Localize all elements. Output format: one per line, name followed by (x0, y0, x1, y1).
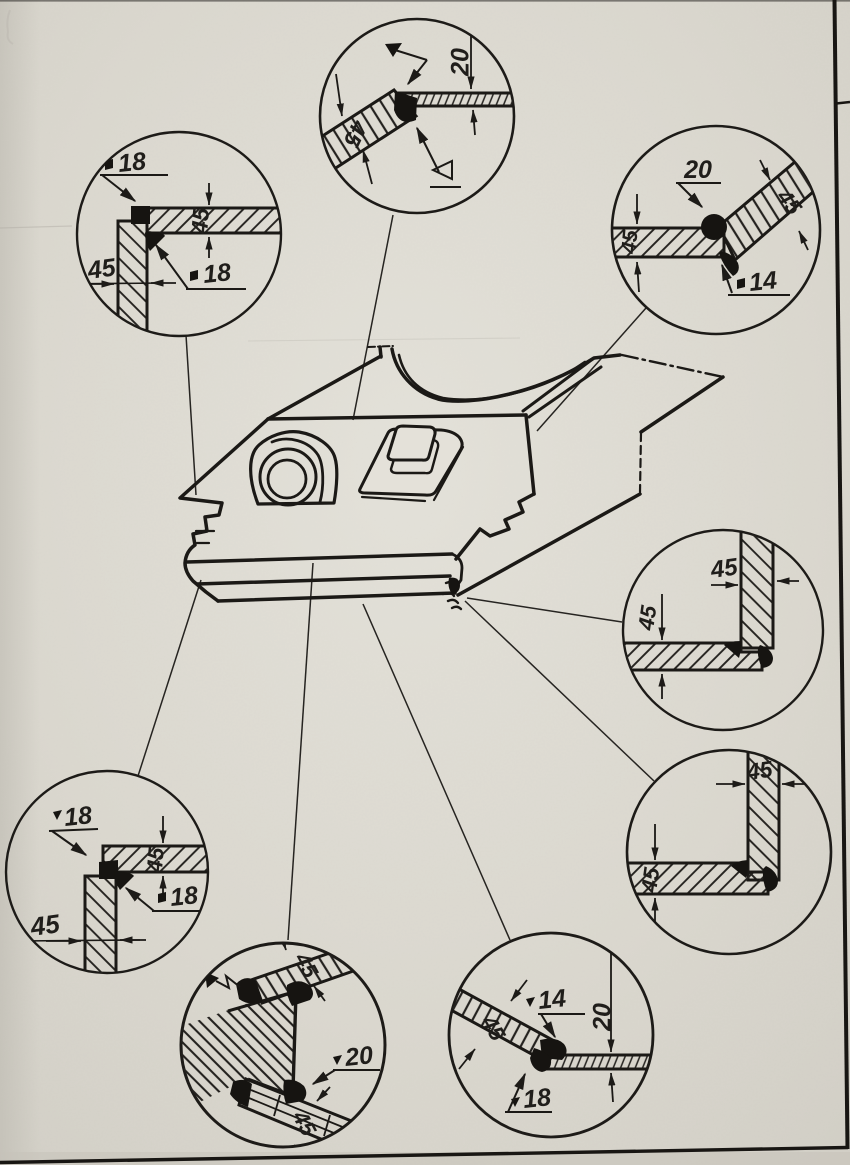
svg-text:20: 20 (589, 1003, 617, 1032)
svg-text:45: 45 (28, 908, 62, 942)
svg-text:45: 45 (633, 603, 661, 632)
svg-text:18: 18 (169, 881, 200, 912)
svg-text:14: 14 (748, 266, 779, 297)
svg-text:18: 18 (522, 1083, 553, 1114)
svg-text:45: 45 (708, 553, 740, 584)
svg-text:45: 45 (85, 253, 119, 285)
svg-text:20: 20 (343, 1041, 375, 1072)
svg-text:20: 20 (447, 48, 475, 77)
svg-text:18: 18 (202, 258, 233, 289)
svg-text:45: 45 (186, 206, 214, 236)
svg-text:45: 45 (744, 755, 775, 785)
svg-text:45: 45 (142, 846, 169, 874)
svg-text:18: 18 (117, 147, 148, 178)
svg-text:18: 18 (63, 801, 94, 832)
svg-text:14: 14 (537, 984, 568, 1015)
svg-text:45: 45 (636, 865, 664, 894)
svg-text:20: 20 (683, 156, 712, 184)
svg-text:45: 45 (617, 229, 642, 256)
